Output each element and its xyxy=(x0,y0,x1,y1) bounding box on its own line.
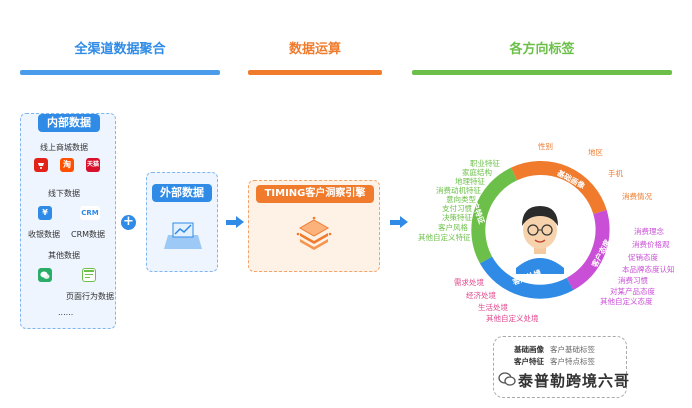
trait-item: 支付习惯 xyxy=(442,204,472,213)
trait-item: 职业特征 xyxy=(470,159,500,168)
trait-item: 地理特征 xyxy=(455,177,485,186)
external-data-icon xyxy=(162,215,204,257)
attitude-item: 对某产品态度 xyxy=(610,287,655,296)
ring-arc-basic xyxy=(510,161,607,215)
legend-box xyxy=(493,336,627,398)
taobao-icon: 淘 xyxy=(60,158,74,172)
trait-item: 客户风格 xyxy=(438,223,468,232)
basic-item: 消费情况 xyxy=(622,192,652,201)
legend-desc: 客户基础标签 xyxy=(550,345,595,354)
external-data-title: 外部数据 xyxy=(152,184,212,202)
arrow-shaft-2 xyxy=(390,220,400,225)
basic-item: 性别 xyxy=(538,142,553,151)
web-page-icon xyxy=(82,268,96,282)
page-behavior-label: 页面行为数据 xyxy=(66,292,114,301)
header-bar-blue xyxy=(20,70,220,75)
needs-item: 其他自定义处境 xyxy=(486,314,539,323)
trait-item: 消费动机特征 xyxy=(436,186,481,195)
watermark-text: 泰普勒跨境六哥 xyxy=(518,372,631,390)
ring-arc-attitude xyxy=(566,210,610,291)
internal-data-title: 内部数据 xyxy=(38,114,100,132)
legend-key: 客户特征 xyxy=(514,357,544,366)
header-bar-green xyxy=(412,70,672,75)
arrow-right-icon xyxy=(400,216,408,228)
trait-item: 意向类型 xyxy=(446,195,476,204)
wechat-icon xyxy=(38,268,52,282)
tmall-icon: 天猫 xyxy=(86,158,100,172)
online-mall-title: 线上商城数据 xyxy=(40,143,88,152)
engine-title: TIMING客户洞察引擎 xyxy=(256,185,374,203)
more-ellipsis: ...... xyxy=(58,308,74,317)
attitude-item: 消费理念 xyxy=(634,227,664,236)
ring-arc-needs xyxy=(479,256,574,299)
needs-item: 需求处境 xyxy=(454,278,484,287)
needs-item: 经济处境 xyxy=(466,291,496,300)
attitude-item: 消费习惯 xyxy=(618,276,648,285)
trait-item: 决策特征 xyxy=(442,213,472,222)
engine-layers-icon xyxy=(296,216,332,256)
arrow-right-icon xyxy=(236,216,244,228)
needs-item: 生活处境 xyxy=(478,303,508,312)
jd-icon xyxy=(34,158,48,172)
cashier-icon: ¥ xyxy=(38,206,52,220)
trait-item: 家庭结构 xyxy=(462,168,492,177)
ring-arc-traits xyxy=(471,167,518,264)
other-data-title: 其他数据 xyxy=(48,251,80,260)
cashier-label: 收银数据 xyxy=(28,230,60,239)
tag-ring-diagram xyxy=(471,161,610,299)
attitude-item: 其他自定义态度 xyxy=(600,297,653,306)
attitude-item: 消费价格观 xyxy=(632,240,670,249)
trait-item: 其他自定义特征 xyxy=(418,233,471,242)
internal-data-panel xyxy=(20,113,116,329)
crm-icon: CRM xyxy=(80,206,100,220)
header-tags: 各方向标签 xyxy=(509,42,575,57)
crm-label: CRM数据 xyxy=(71,230,106,239)
basic-item: 手机 xyxy=(608,169,623,178)
attitude-item: 促销态度 xyxy=(628,253,658,262)
legend-desc: 客户特点标签 xyxy=(550,357,595,366)
header-data-aggregation: 全渠道数据聚合 xyxy=(74,42,166,57)
legend-key: 基础画像 xyxy=(514,345,544,354)
watermark-wechat-icon xyxy=(498,371,516,391)
basic-item: 地区 xyxy=(588,148,603,157)
offline-title: 线下数据 xyxy=(48,189,80,198)
plus-icon: + xyxy=(121,215,136,230)
arrow-shaft-1 xyxy=(226,220,236,225)
header-bar-orange xyxy=(248,70,382,75)
avatar xyxy=(516,206,564,274)
header-data-computation: 数据运算 xyxy=(288,42,341,57)
attitude-item: 本品牌态度认知 xyxy=(622,265,675,274)
